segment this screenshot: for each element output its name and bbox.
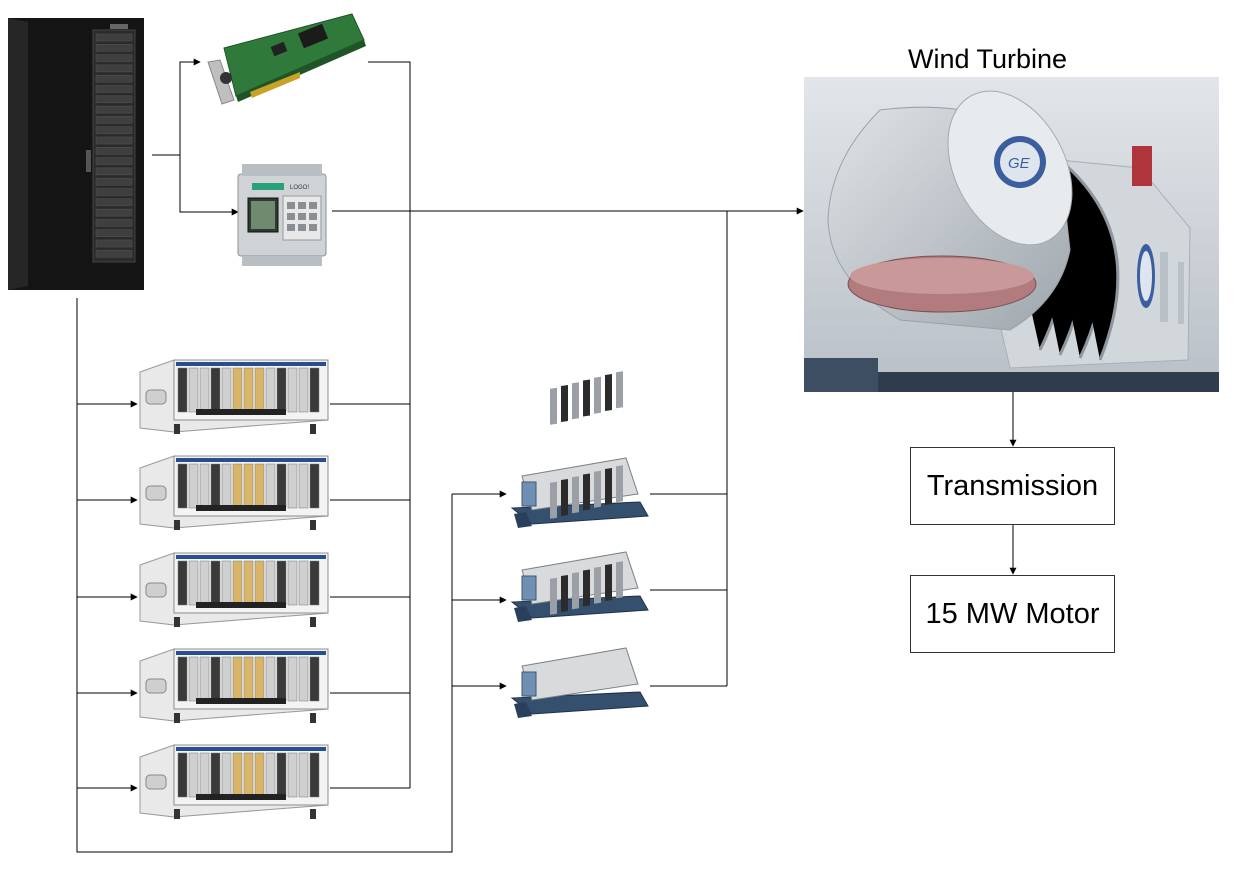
pxi-chassis-group — [139, 359, 329, 819]
pxi-chassis — [139, 744, 329, 819]
daq-chassis — [510, 561, 649, 718]
daq-chassis — [510, 371, 649, 528]
pxi-chassis — [139, 552, 329, 627]
pxi-chassis — [139, 648, 329, 723]
pxi-chassis — [139, 455, 329, 530]
plc-brand-logo: LOGO! — [290, 185, 309, 191]
pcie-card-image — [207, 13, 366, 105]
diagram-title: Wind Turbine — [908, 44, 1068, 74]
connection-lines — [76, 58, 1017, 853]
pxi-chassis — [139, 359, 329, 434]
transmission-box: Transmission — [910, 447, 1115, 525]
plc-image: LOGO! — [237, 164, 327, 266]
turbine-brand-logo: GE — [1008, 155, 1031, 172]
daq-chassis-group — [510, 371, 649, 718]
motor-box: 15 MW Motor — [910, 575, 1115, 653]
transmission-label: Transmission — [926, 469, 1099, 502]
server-rack-image — [8, 18, 144, 290]
wind-turbine-image: GE — [804, 77, 1219, 392]
motor-label: 15 MW Motor — [925, 597, 1100, 630]
